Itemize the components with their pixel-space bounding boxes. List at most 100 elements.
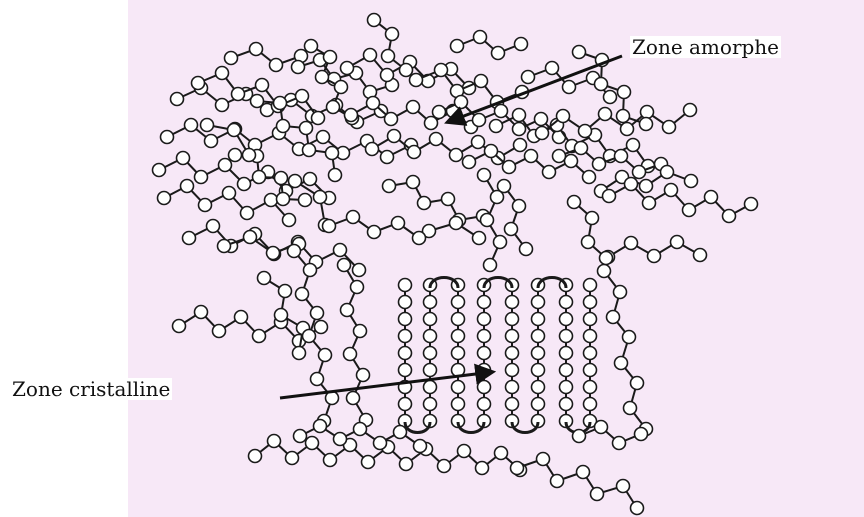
monomer-bead (275, 172, 288, 185)
monomer-bead (410, 74, 423, 87)
monomer-bead (506, 330, 519, 343)
monomer-bead (452, 398, 465, 411)
monomer-bead (249, 450, 262, 463)
monomer-bead (345, 109, 358, 122)
monomer-bead (374, 437, 387, 450)
monomer-bead (643, 197, 656, 210)
monomer-bead (314, 420, 327, 433)
monomer-bead (661, 166, 674, 179)
monomer-bead (296, 90, 309, 103)
monomer-bead (532, 398, 545, 411)
monomer-bead (478, 398, 491, 411)
monomer-bead (319, 349, 332, 362)
monomer-bead (551, 475, 564, 488)
monomer-bead (623, 331, 636, 344)
monomer-bead (478, 169, 491, 182)
monomer-bead (648, 250, 661, 263)
monomer-bead (293, 347, 306, 360)
monomer-bead (279, 285, 292, 298)
monomer-bead (511, 462, 524, 475)
monomer-bead (407, 101, 420, 114)
monomer-bead (614, 286, 627, 299)
monomer-bead (386, 28, 399, 41)
monomer-bead (532, 296, 545, 309)
monomer-bead (311, 373, 324, 386)
monomer-bead (424, 381, 437, 394)
monomer-bead (536, 127, 549, 140)
monomer-bead (452, 313, 465, 326)
monomer-bead (492, 47, 505, 60)
monomer-bead (476, 462, 489, 475)
monomer-bead (382, 50, 395, 63)
monomer-bead (368, 226, 381, 239)
monomer-bead (381, 69, 394, 82)
monomer-bead (615, 357, 628, 370)
monomer-bead (304, 173, 317, 186)
monomer-bead (153, 164, 166, 177)
monomer-bead (399, 279, 412, 292)
monomer-bead (334, 433, 347, 446)
monomer-bead (270, 59, 283, 72)
monomer-bead (335, 81, 348, 94)
monomer-bead (425, 117, 438, 130)
monomer-bead (513, 123, 526, 136)
monomer-bead (506, 347, 519, 360)
monomer-bead (216, 67, 229, 80)
monomer-bead (671, 236, 684, 249)
monomer-bead (303, 330, 316, 343)
monomer-bead (478, 381, 491, 394)
monomer-bead (286, 452, 299, 465)
monomer-bead (506, 313, 519, 326)
monomer-bead (344, 348, 357, 361)
monomer-bead (341, 62, 354, 75)
monomer-bead (205, 135, 218, 148)
monomer-bead (640, 180, 653, 193)
monomer-bead (399, 330, 412, 343)
monomer-bead (277, 120, 290, 133)
amorphous-chain (504, 186, 526, 249)
monomer-bead (525, 150, 538, 163)
monomer-bead (506, 398, 519, 411)
monomer-bead (484, 259, 497, 272)
monomer-bead (631, 502, 644, 515)
monomer-bead (543, 166, 556, 179)
monomer-bead (599, 108, 612, 121)
monomer-bead (424, 296, 437, 309)
monomer-bead (385, 113, 398, 126)
monomer-bead (354, 325, 367, 338)
monomer-bead (219, 159, 232, 172)
monomer-bead (537, 453, 550, 466)
monomer-bead (399, 313, 412, 326)
monomer-bead (582, 236, 595, 249)
monomer-bead (292, 61, 305, 74)
monomer-bead (593, 158, 606, 171)
monomer-bead (478, 296, 491, 309)
monomer-bead (173, 320, 186, 333)
monomer-bead (532, 381, 545, 394)
monomer-bead (258, 272, 271, 285)
monomer-bead (277, 193, 290, 206)
monomer-bead (635, 428, 648, 441)
monomer-bead (522, 71, 535, 84)
monomer-bead (450, 149, 463, 162)
monomer-bead (452, 381, 465, 394)
monomer-bead (424, 313, 437, 326)
monomer-bead (267, 247, 280, 260)
monomer-bead (685, 175, 698, 188)
monomer-bead (430, 133, 443, 146)
monomer-bead (455, 96, 468, 109)
monomer-bead (584, 381, 597, 394)
monomer-bead (228, 124, 241, 137)
monomer-bead (424, 330, 437, 343)
monomer-bead (329, 169, 342, 182)
monomer-bead (413, 232, 426, 245)
monomer-bead (577, 466, 590, 479)
monomer-bead (238, 178, 251, 191)
monomer-bead (618, 86, 631, 99)
monomer-bead (463, 156, 476, 169)
monomer-bead (326, 147, 339, 160)
monomer-bead (505, 223, 518, 236)
monomer-bead (624, 402, 637, 415)
monomer-bead (338, 259, 351, 272)
monomer-bead (532, 364, 545, 377)
